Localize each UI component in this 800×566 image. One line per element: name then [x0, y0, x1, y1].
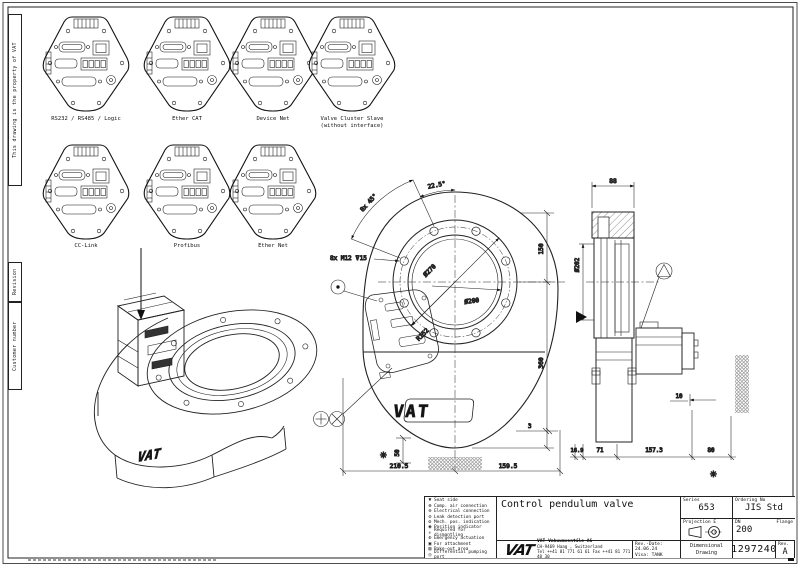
- dn-value: 200: [736, 525, 753, 536]
- panel-label-cclink: CC-Link: [74, 243, 98, 249]
- dimension-label: 16.9: [571, 448, 584, 454]
- property-note-text: This drawing is the property of VAT: [12, 42, 18, 158]
- rev-date: Rev.-Date: 24.06.24: [635, 542, 663, 553]
- property-note: This drawing is the property of VAT: [8, 14, 22, 186]
- legend-item: ◉Position indicator: [426, 525, 496, 530]
- customer-number-text: Customer number: [12, 321, 18, 371]
- drawing-number-cell: 1297240: [731, 540, 777, 558]
- panel-label-devicenet: Device Net: [256, 116, 290, 122]
- air-electrical-balloons: [313, 367, 393, 427]
- legend-item: ▣For attachment: [426, 542, 496, 547]
- triangle-balloon: [640, 262, 673, 329]
- legend-item: ✳Required for dismantling: [426, 528, 496, 538]
- position-indicator-balloon: [330, 279, 378, 302]
- revision-label-text: Revision: [12, 268, 18, 296]
- panel-label-rs232: RS232 / RS485 / Logic: [51, 116, 121, 122]
- front-view: VAT: [313, 179, 565, 476]
- panel-label-profibus: Profibus: [173, 243, 201, 249]
- series-cell: Series 653: [680, 496, 732, 518]
- dimension-label: 360: [538, 357, 545, 368]
- dimension-label: 50: [395, 449, 401, 456]
- footer-print-note: [28, 559, 218, 561]
- legend: ▼Seat side ⊗Comp. air connection ⊜Electr…: [424, 496, 496, 560]
- legend-item: ▼Seat side: [426, 498, 496, 503]
- title-block: ▼Seat side ⊗Comp. air connection ⊜Electr…: [424, 496, 795, 560]
- dimension-label: 80: [708, 448, 715, 454]
- revision-label: Revision: [8, 262, 22, 302]
- leak-detection-icon: ⊘: [428, 514, 432, 520]
- panel-label-ethercat: Ether CAT: [172, 116, 202, 122]
- asterisk-mark: ✳: [710, 467, 717, 480]
- legend-item: ⚙Mech. pos. indication: [426, 520, 496, 525]
- drawing-number: 1297240: [731, 544, 777, 555]
- comp-air-icon: ⊗: [428, 503, 432, 509]
- dimension-label: Ø270: [421, 262, 437, 278]
- customer-interface-area: [428, 457, 482, 470]
- dn-cell: DN Flange 200: [732, 518, 795, 540]
- diff-pumping-icon: ◎: [428, 552, 432, 558]
- legend-item: ▨Bake-out area: [426, 547, 496, 552]
- position-indicator-icon: ◉: [428, 525, 432, 531]
- customer-interface-area: [735, 355, 749, 413]
- drawing-title: Control pendulum valve: [501, 499, 634, 510]
- bakeout-icon: ▨: [428, 547, 432, 553]
- seat-side-icon: ▼: [428, 498, 432, 504]
- projection-symbol: [688, 526, 723, 539]
- rev-value: A: [782, 547, 788, 558]
- legend-item: ⊜Electrical connection: [426, 509, 496, 514]
- side-dimensions: [570, 182, 736, 461]
- legend-item: ⊕Emergency actuation: [426, 536, 496, 541]
- asterisk-mark: ✳: [380, 448, 387, 461]
- company-address: VAT Vakuumventile AG CH-9469 Haag , Swit…: [537, 539, 631, 559]
- series-value: 653: [698, 503, 715, 514]
- dimension-label: 71: [597, 448, 604, 454]
- dimension-label: 150: [538, 243, 545, 254]
- dimension-label: Ø200: [464, 296, 480, 306]
- legend-item: ⊗Comp. air connection: [426, 503, 496, 509]
- doc-type-cell: Dimensional Drawing: [680, 540, 732, 558]
- seat-side-marker: [576, 311, 587, 323]
- projection-cell: Projection E: [680, 518, 732, 540]
- customer-number-label: Customer number: [8, 302, 22, 390]
- dimension-label: 10: [676, 394, 683, 400]
- dimension-label: R152: [415, 327, 431, 343]
- legend-item: ◎Differential pumping port: [426, 550, 496, 560]
- electrical-icon: ⊜: [428, 509, 432, 515]
- dimension-label: 3: [528, 424, 532, 430]
- revision-date-cell: Rev.-Date: 24.06.24 Visa: TANK: [632, 540, 680, 558]
- dimension-label: 88: [609, 178, 617, 185]
- side-view: 88 Ø202 10 16.9 71 157.3 80 ✳: [570, 178, 749, 481]
- company-cell: VAT VAT Vakuumventile AG CH-9469 Haag , …: [496, 539, 632, 559]
- legend-item: ⊘Leak detection port: [426, 514, 496, 520]
- ordering-value: JIS Std: [745, 503, 783, 514]
- dismantling-icon: ✳: [428, 530, 432, 536]
- panel-label-ethernet: Ether Net: [258, 243, 288, 249]
- ordering-cell: Ordering No JIS Std: [732, 496, 795, 518]
- dimension-label: 8x M12 ⊽15: [330, 255, 367, 262]
- front-dimensions: [339, 179, 564, 476]
- attachment-icon: ▣: [428, 541, 432, 547]
- mech-pos-icon: ⚙: [428, 519, 432, 525]
- dimension-label: 22.5°: [427, 180, 446, 190]
- dimension-label: 210.5: [390, 463, 409, 470]
- dimension-label: 157.3: [645, 448, 663, 454]
- rev-cell: Rev. A: [775, 540, 795, 558]
- drawing-title-cell: Control pendulum valve: [496, 496, 680, 540]
- visa: Visa: TANK: [635, 553, 663, 559]
- emergency-icon: ⊕: [428, 536, 432, 542]
- dimension-label: 159.5: [499, 463, 518, 470]
- dimension-label: Ø202: [574, 257, 581, 272]
- iso-vat-logo: VAT: [135, 446, 162, 466]
- front-vat-logo: VAT: [392, 402, 431, 422]
- vat-logo: VAT: [503, 540, 535, 559]
- isometric-view: VAT: [93, 292, 318, 489]
- panel-label-valve-cluster: Valve Cluster Slave (without interface): [320, 116, 384, 129]
- dimension-label: 8x 45°: [359, 193, 379, 214]
